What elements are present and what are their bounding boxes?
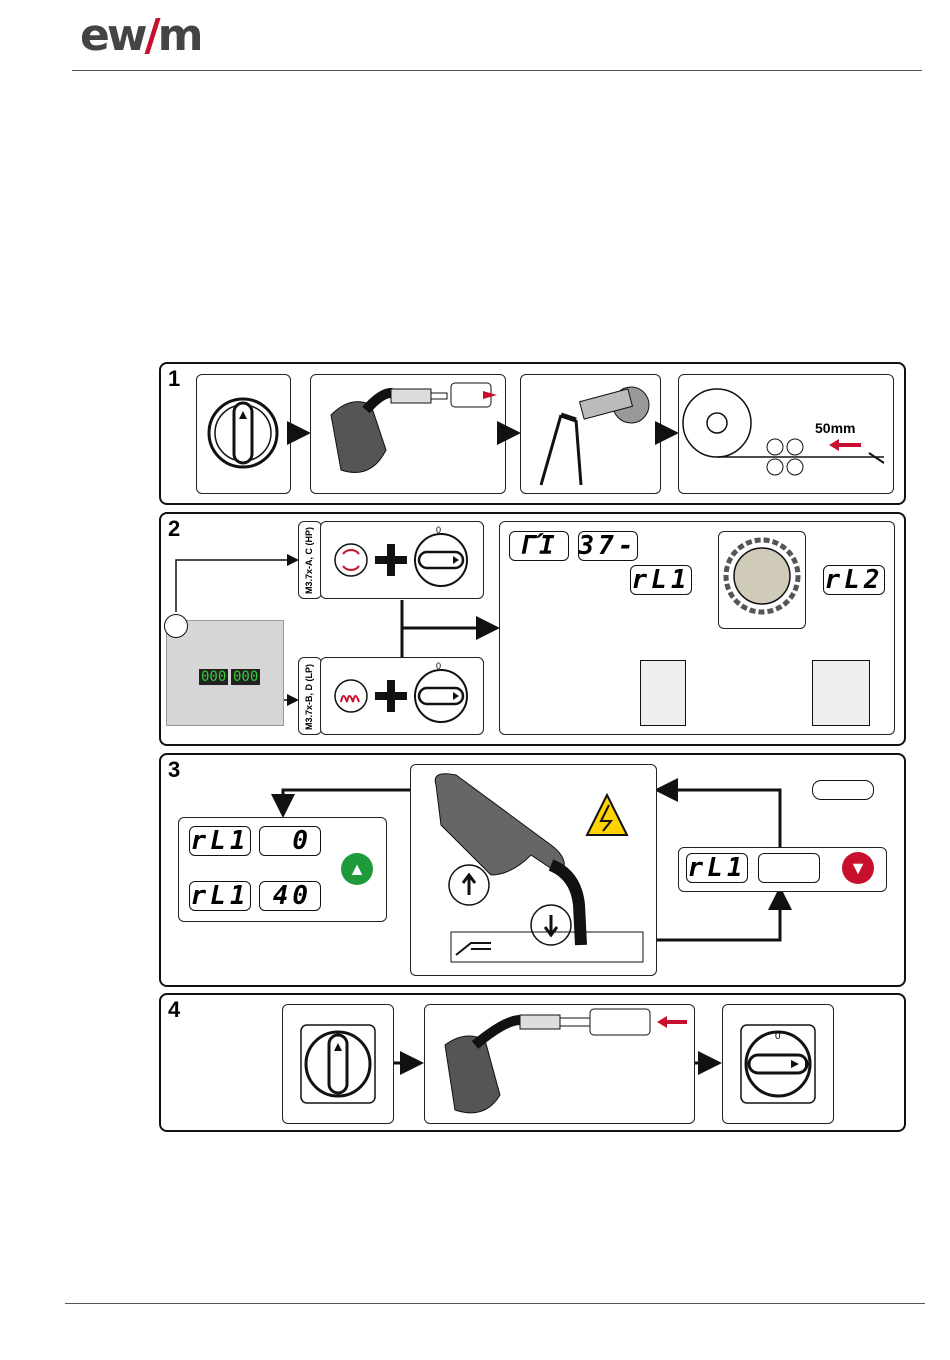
step-4-switch-on-box	[722, 1004, 834, 1124]
hp-option-box	[320, 521, 484, 599]
header-rule	[72, 70, 922, 71]
step-4-switch-off-box	[282, 1004, 394, 1124]
value-c-empty	[758, 853, 820, 883]
step-1-wirefeed-box	[678, 374, 894, 494]
step-1-mainswitch-box	[196, 374, 291, 494]
torch-mount-nozzle-icon	[425, 1005, 694, 1123]
step-1-cutter-box	[520, 374, 661, 494]
value-a: 0	[259, 826, 321, 856]
torch-remove-nozzle-icon	[311, 375, 505, 493]
wire-spool-feed-icon	[679, 375, 893, 493]
thumbs-up-icon: ▲	[341, 853, 373, 885]
panel-display-left: 000	[199, 669, 228, 685]
step-1-number: 1	[168, 366, 180, 392]
thumbs-down-icon: ▼	[842, 852, 874, 884]
feed-length-label: 50mm	[815, 420, 855, 436]
lp-label: M3.7x-B, D (LP)	[304, 664, 314, 730]
step-3-number: 3	[168, 757, 180, 783]
display-rl2: rL2	[823, 565, 885, 595]
panel-button-highlight	[164, 614, 188, 638]
ewm-logo: ew/m	[80, 10, 200, 61]
step-2-number: 2	[168, 516, 180, 542]
lp-button-switch-icon	[321, 658, 483, 734]
main-switch-off-icon	[283, 1005, 393, 1123]
wire-cutter-icon	[521, 375, 660, 493]
selector-knob-box	[718, 531, 806, 629]
display-rl1-b: rL1	[189, 881, 251, 911]
wire-feeder-single-image	[640, 660, 686, 726]
main-switch-on-icon	[723, 1005, 833, 1123]
step-1-torch-box	[310, 374, 506, 494]
torch-trigger-box	[410, 764, 657, 976]
hp-label: M3.7x-A, C (HP)	[304, 527, 314, 594]
control-panel-image: 000 000	[166, 620, 284, 726]
display-rl1-a: rL1	[189, 826, 251, 856]
footer-rule	[65, 1303, 925, 1304]
hp-button-switch-icon	[321, 522, 483, 598]
display-rl1-c: rL1	[686, 853, 748, 883]
value-b: 40	[259, 881, 321, 911]
rotary-knob-icon	[719, 532, 805, 628]
step-4-number: 4	[168, 997, 180, 1023]
display-37: 37-	[578, 531, 638, 561]
step-4-torch-box	[424, 1004, 695, 1124]
lp-option-box	[320, 657, 484, 735]
wire-feeder-double-image	[812, 660, 870, 726]
panel-display-right: 000	[231, 669, 260, 685]
torch-trigger-icon	[411, 765, 656, 975]
repeat-loop-icon	[812, 780, 874, 800]
lp-switch-zero-label: 0	[436, 661, 441, 671]
hp-switch-zero-label: 0	[436, 525, 441, 535]
display-rl1: rL1	[630, 565, 692, 595]
main-switch-off-icon	[197, 375, 290, 493]
display-m: ΓΊ	[509, 531, 569, 561]
step-4-switch-zero-label: 0	[775, 1031, 781, 1042]
step-4-switch-one-label: I	[804, 1057, 807, 1071]
